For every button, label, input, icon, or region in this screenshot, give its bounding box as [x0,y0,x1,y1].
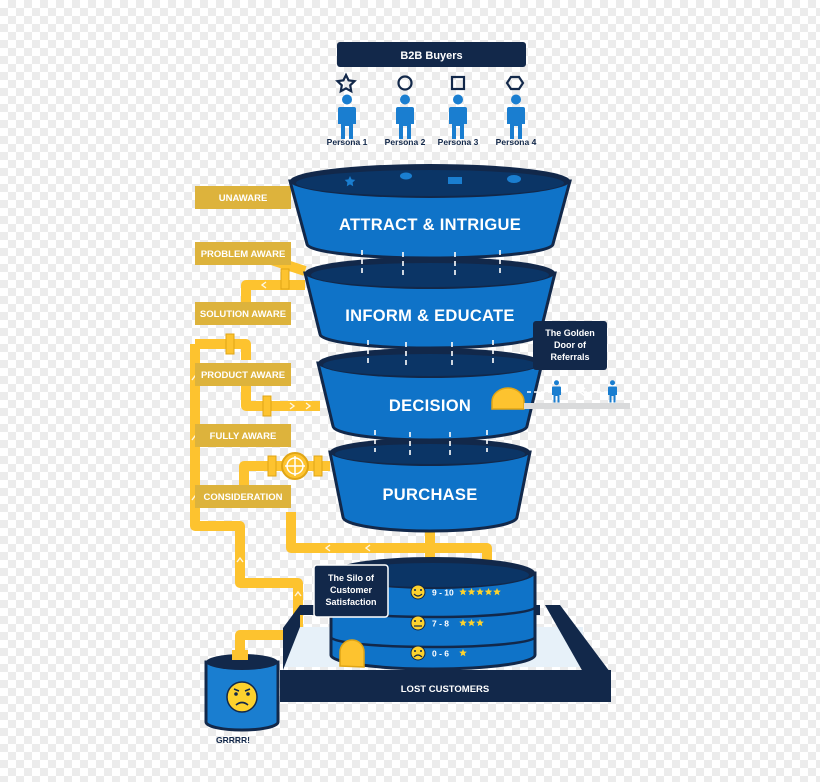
lost-customers-label: LOST CUSTOMERS [401,684,490,695]
rating-star-icon [459,619,467,627]
awareness-label: SOLUTION AWARE [200,309,286,320]
referrals-callout [533,321,607,370]
square-icon [450,75,466,91]
silo-door-icon [339,639,365,668]
rating-star-icon [459,588,467,596]
sad-face-icon [410,645,426,661]
pipe-joint [225,333,235,355]
stage-label-decision: DECISION [389,397,471,415]
circle-icon [400,172,412,180]
awareness-box [195,242,291,265]
star-icon [335,72,357,94]
golden-door-icon [491,387,525,410]
persona-figures [338,94,525,139]
persona-label-4: Persona 4 [496,137,537,147]
rating-star-icon [467,619,476,627]
rating-star-icon [459,649,467,657]
awareness-box [195,186,291,209]
rating-star-icon [493,588,501,596]
pipe-solution-loop [195,339,251,360]
awareness-label: PROBLEM AWARE [201,249,286,260]
silo-callout [313,564,389,618]
bucket-caption: GRRRR! [216,735,250,745]
person-icon [396,94,414,139]
rating-star-icon [467,588,476,596]
pipe-joint [280,268,290,290]
awareness-box [195,363,291,386]
buyers-header-title: B2B Buyers [400,50,462,62]
rating-star-icon [484,588,493,596]
happy-face-icon [410,584,426,600]
satisfaction-range: 9 - 10 [432,588,454,598]
satisfaction-range: 7 - 8 [432,619,449,629]
stage-label-purchase: PURCHASE [383,486,478,504]
circle-icon [397,75,413,91]
referrals-line-1: The Golden [545,328,595,338]
hexagon-icon [505,75,525,91]
awareness-label: FULLY AWARE [210,431,277,442]
angry-face-icon [226,681,258,713]
persona-label-2: Persona 2 [385,137,426,147]
funnel-stage-attract-intrigue: ATTRACT & INTRIGUE [288,164,572,276]
pipe-consideration [286,512,430,553]
awareness-label: PRODUCT AWARE [201,370,285,381]
awareness-label: CONSIDERATION [204,492,283,503]
silo-line-2: Customer [330,585,373,595]
stage-label-inform-educate: INFORM & EDUCATE [345,307,515,325]
rating-star-icon [476,619,484,627]
hexagon-icon [507,175,521,183]
satisfaction-levels: 9 - 10 7 - 8 0 - 6 [410,584,501,661]
awareness-labels: UNAWARE PROBLEM AWARE SOLUTION AWARE PRODUC… [195,186,291,508]
awareness-box [195,302,291,325]
awareness-box [195,424,291,447]
referral-person-icon [608,380,617,403]
referrals-line-3: Referrals [550,352,589,362]
rating-star-icon [476,588,484,596]
silo-line-1: The Silo of [328,573,375,583]
awareness-box [195,485,291,508]
lost-customers-bar [280,670,611,702]
person-icon [338,94,356,139]
neutral-face-icon [410,615,426,631]
silo-line-3: Satisfaction [325,597,376,607]
valve-icon [267,452,323,480]
funnel-stage-inform-educate: INFORM & EDUCATE [303,257,557,366]
satisfaction-range: 0 - 6 [432,649,449,659]
square-icon [448,177,462,184]
referral-platform [524,403,630,409]
buyers-header-box [337,42,526,67]
persona-label-1: Persona 1 [327,137,368,147]
persona-label-3: Persona 3 [438,137,479,147]
awareness-label: UNAWARE [219,193,268,204]
person-icon [449,94,467,139]
funnel-stage-purchase: PURCHASE [328,438,532,533]
pipe-product-aware [241,386,320,411]
golden-door-referrals: The Golden Door of Referrals [491,321,630,410]
person-icon [507,94,525,139]
pipe-joint [262,395,272,417]
stage-label-attract-intrigue: ATTRACT & INTRIGUE [339,216,521,234]
referrals-line-2: Door of [554,340,587,350]
referral-person-icon [552,380,561,403]
star-icon [344,176,356,187]
unhappy-bucket: GRRRR! [204,650,280,745]
funnel-stage-decision: DECISION [316,348,544,455]
